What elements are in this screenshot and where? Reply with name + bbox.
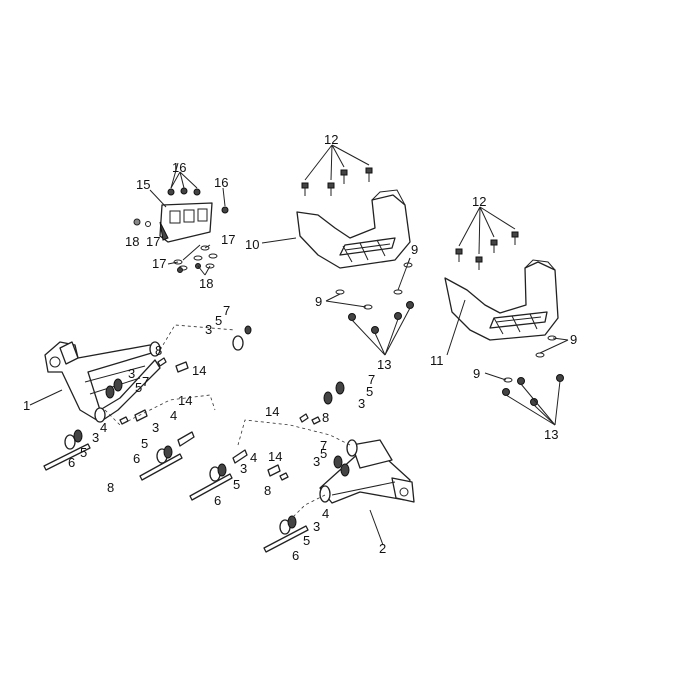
callout-label: 8 [264, 483, 271, 498]
callout-label: 2 [379, 541, 386, 556]
callout-label: 10 [245, 237, 259, 252]
left-arm-assembly-line-1 [159, 324, 236, 351]
callout-label: 5 [303, 533, 310, 548]
part-15-plate [159, 202, 213, 243]
callout-label: 17 [146, 234, 160, 249]
callout-label: 4 [100, 420, 107, 435]
callout-label: 6 [133, 451, 140, 466]
callout-label: 14 [178, 393, 192, 408]
callout-label: 5 [215, 313, 222, 328]
callout-label: 3 [205, 322, 212, 337]
callout-label: 13 [377, 357, 391, 372]
callout-label: 14 [192, 363, 206, 378]
part-16-bolts [133, 187, 229, 227]
callout-label: 1 [23, 398, 30, 413]
callout-labels: 1 2 3 3 3 3 3 3 3 3 4 4 4 4 5 5 5 5 5 5 … [23, 132, 577, 563]
callout-label: 7 [320, 438, 327, 453]
callout-label: 6 [214, 493, 221, 508]
part-17-18-washers [173, 245, 218, 273]
callout-label: 6 [292, 548, 299, 563]
callout-label: 5 [366, 384, 373, 399]
callout-label: 14 [265, 404, 279, 419]
left-arm-assembly-line-2 [104, 394, 216, 426]
callout-label: 3 [313, 519, 320, 534]
callout-label: 5 [80, 445, 87, 460]
callout-label: 3 [358, 396, 365, 411]
part-12-bolts-left [301, 167, 373, 196]
callout-label: 9 [411, 242, 418, 257]
callout-label: 8 [322, 410, 329, 425]
part-12-bolts-right [455, 231, 519, 270]
callout-label: 8 [155, 343, 162, 358]
part-1-a-arm [44, 341, 161, 423]
callout-label: 3 [152, 420, 159, 435]
callout-label: 9 [570, 332, 577, 347]
callout-label: 12 [324, 132, 338, 147]
callout-label: 17 [221, 232, 235, 247]
callout-label: 17 [152, 256, 166, 271]
callout-label: 7 [223, 303, 230, 318]
callout-label: 4 [250, 450, 257, 465]
callout-label: 3 [128, 366, 135, 381]
callout-label: 15 [136, 177, 150, 192]
part-2-a-arm [319, 439, 415, 504]
right-arm-assembly-line-1 [237, 419, 351, 446]
callout-label: 11 [430, 353, 444, 368]
right-arm-bushings [189, 381, 350, 553]
callout-label: 3 [313, 454, 320, 469]
callout-label: 4 [322, 506, 329, 521]
part-9-13-hardware [335, 262, 564, 406]
callout-label: 16 [172, 160, 186, 175]
callout-label: 9 [315, 294, 322, 309]
part-10-footrest [296, 189, 411, 269]
callout-label: 8 [107, 480, 114, 495]
callout-label: 13 [544, 427, 558, 442]
left-arm-bushings [43, 325, 252, 481]
part-11-footrest [444, 259, 559, 341]
callout-label: 14 [268, 449, 282, 464]
leader-lines [29, 144, 569, 546]
callout-label: 5 [141, 436, 148, 451]
callout-label: 18 [199, 276, 213, 291]
callout-label: 4 [170, 408, 177, 423]
callout-label: 5 [320, 446, 327, 461]
callout-label: 3 [240, 461, 247, 476]
callout-label: 5 [135, 380, 142, 395]
callout-label: 3 [92, 430, 99, 445]
callout-label: 16 [214, 175, 228, 190]
callout-label: 6 [68, 455, 75, 470]
callout-label: 5 [233, 477, 240, 492]
right-arm-assembly-line-2 [289, 494, 326, 521]
callout-label: 7 [142, 374, 149, 389]
callout-label: 12 [472, 194, 486, 209]
callout-label: 9 [473, 366, 480, 381]
callout-label: 18 [125, 234, 139, 249]
callout-label: 7 [368, 372, 375, 387]
